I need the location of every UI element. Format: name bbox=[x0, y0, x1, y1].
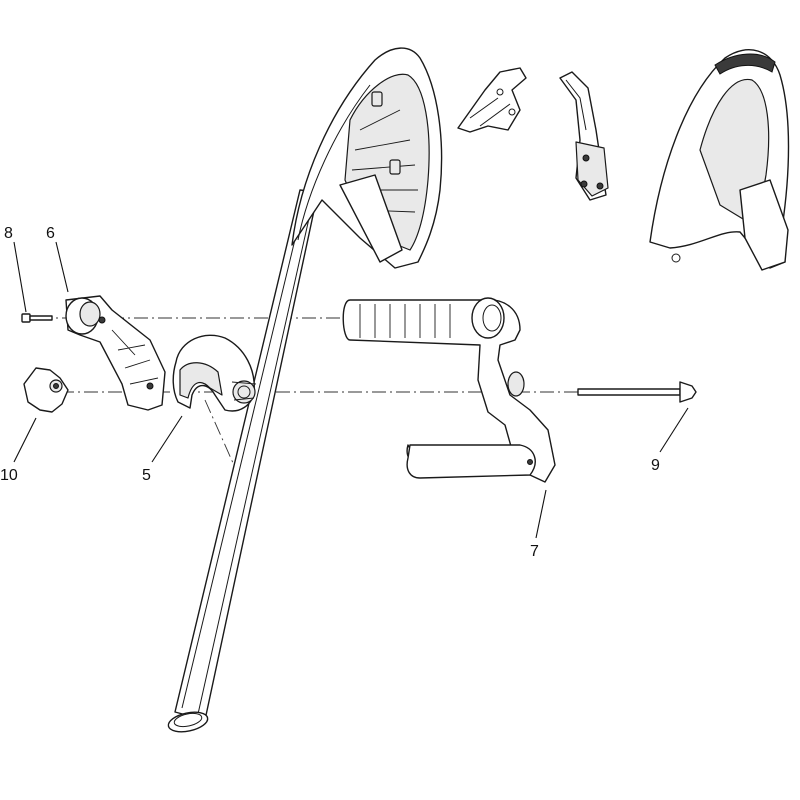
callout-10: 10 bbox=[0, 467, 18, 484]
switch-lever bbox=[559, 71, 609, 201]
leader-6 bbox=[55, 241, 69, 293]
leader-9 bbox=[659, 407, 689, 453]
leader-5 bbox=[151, 415, 183, 463]
housing-cover bbox=[649, 49, 790, 271]
leader-lines bbox=[13, 241, 689, 539]
callout-8: 8 bbox=[4, 225, 13, 242]
star-knob bbox=[23, 367, 69, 413]
adjustment-arm bbox=[65, 295, 166, 411]
callout-5: 5 bbox=[142, 467, 151, 484]
callout-7: 7 bbox=[530, 543, 539, 560]
upper-housing bbox=[291, 47, 443, 269]
callout-labels: 8 6 10 5 9 7 bbox=[0, 225, 660, 560]
long-bolt bbox=[577, 381, 697, 403]
d-grip-handle bbox=[342, 297, 556, 483]
screw bbox=[21, 313, 53, 323]
leader-8 bbox=[13, 241, 27, 313]
callout-9: 9 bbox=[651, 457, 660, 474]
callout-6: 6 bbox=[46, 225, 55, 242]
hinge-clamp bbox=[172, 334, 257, 412]
trigger-bracket bbox=[457, 67, 527, 133]
leader-7 bbox=[535, 489, 547, 539]
leader-10 bbox=[13, 417, 37, 463]
handle-tube bbox=[167, 189, 319, 733]
